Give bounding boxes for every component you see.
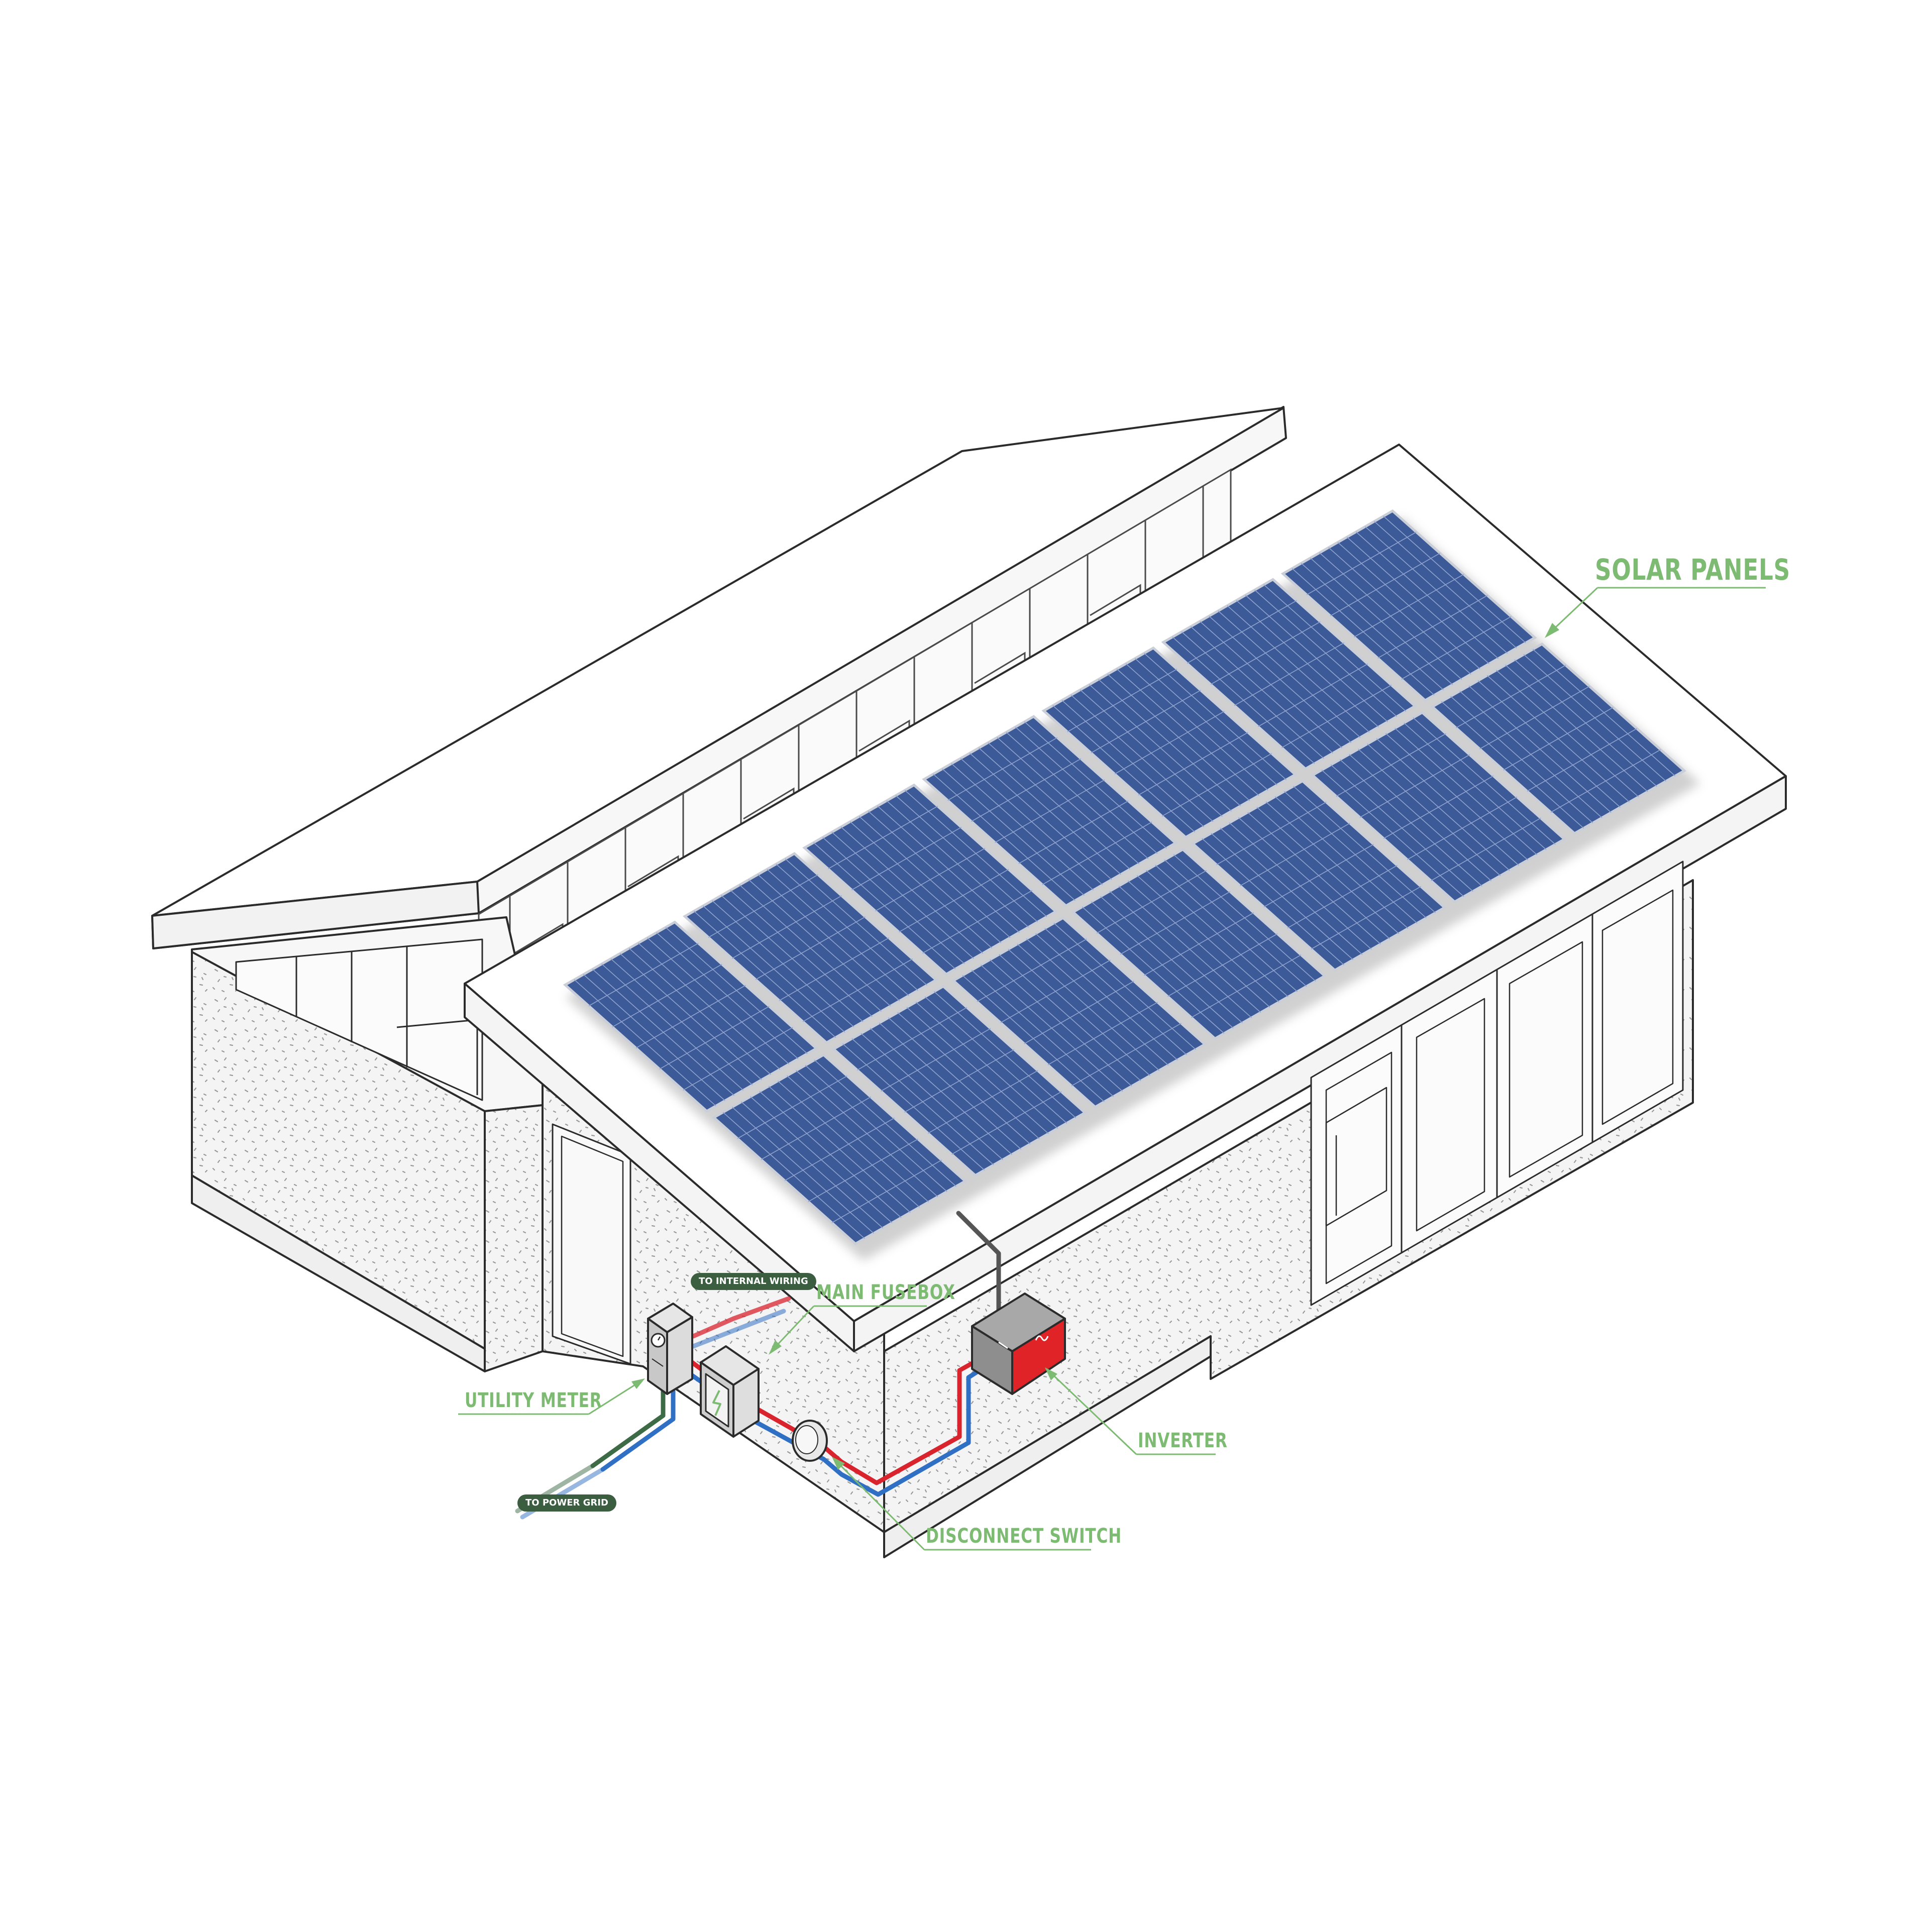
panel-cell-line [1263, 843, 1374, 908]
panel-cell-line [1330, 553, 1440, 616]
panel-cell-line [1091, 690, 1201, 754]
panel-cell-line [737, 1075, 847, 1139]
panel-cell-line [1138, 732, 1248, 796]
panel-cell-line [635, 985, 746, 1048]
panel-cell-line [1257, 663, 1368, 727]
panel-cell-line [1047, 1002, 1158, 1065]
panel-cell-line [1210, 621, 1321, 685]
panel-cell-line [1167, 933, 1278, 997]
utility-meter[interactable] [647, 1303, 693, 1395]
panel-cell-line [947, 737, 1058, 801]
panel-cell-line [1306, 531, 1417, 595]
panel-cell-line [1161, 753, 1272, 817]
panel-cell-line [851, 827, 962, 891]
upper-roof [151, 406, 1287, 949]
panel-cell-line [857, 1007, 968, 1070]
panel-cell-line [881, 1028, 991, 1092]
panel-cell-line [1311, 886, 1421, 950]
panel-cell-line [1550, 749, 1661, 813]
panel-cell-line [904, 1049, 1015, 1113]
panel-cell-line [1191, 954, 1302, 1018]
panel-cell-line [1067, 669, 1177, 732]
panel-cell-line [1401, 616, 1512, 680]
panel-cell-line [1456, 665, 1566, 728]
panel-cell-line [1120, 891, 1231, 955]
solar-array [563, 509, 1700, 1261]
lightning-bolt-icon [712, 1390, 721, 1416]
panel-cell-line [1240, 822, 1350, 887]
label-leaders [458, 587, 1766, 1551]
panel-cell-line [1114, 711, 1225, 775]
glass-doors [1310, 861, 1684, 1306]
panel-cell-line [977, 938, 1087, 1002]
panel-cell-line [755, 916, 866, 980]
panel-cell-line [971, 758, 1082, 822]
label-disconnect-switch: DISCONNECT SWITCH [926, 1525, 1122, 1548]
panel-cell-line [951, 1091, 1062, 1155]
panel-cell-line [1024, 981, 1134, 1044]
panel-cell-line [802, 958, 913, 1022]
panel-cell-line [1187, 600, 1297, 664]
panel-cell-line [683, 1027, 793, 1091]
disconnect-switch[interactable] [792, 1420, 828, 1462]
panel-cell-line [659, 1006, 770, 1069]
label-main-fusebox: MAIN FUSEBOX [816, 1281, 955, 1304]
panel-cell-line [761, 1096, 871, 1160]
panel-cell-line [1359, 754, 1470, 818]
panel-cell-line [1234, 642, 1344, 706]
label-solar-panels: SOLAR PANELS [1595, 553, 1791, 587]
panel-cell-line [831, 1159, 942, 1223]
panel-cell-line [928, 1070, 1038, 1134]
panel-cell-line [1000, 959, 1111, 1023]
panel-cell-line [1281, 684, 1392, 748]
inverter[interactable] [971, 1293, 1066, 1395]
solar-panel-grid [563, 509, 1687, 1246]
panel-cell-line [1216, 801, 1327, 866]
central-wall [542, 1064, 885, 1533]
panel-cell-line [784, 1117, 895, 1181]
panel-cell-line [1042, 821, 1152, 885]
panel-cell-line [899, 869, 1009, 933]
panel-cell-line [1503, 707, 1614, 771]
panel-cell-line [995, 779, 1105, 843]
panel-cell-line [1377, 595, 1488, 659]
main-fusebox[interactable] [700, 1345, 760, 1438]
panel-cell-line [1287, 865, 1398, 929]
panel-cell-line [708, 874, 818, 938]
panel-cell-line [1431, 817, 1541, 881]
panel-cell-line [1527, 728, 1637, 792]
panel-cell-line [1071, 1023, 1182, 1087]
panel-cell-line [612, 963, 722, 1028]
panel-cell-line [875, 847, 986, 912]
panel-cell-line [1018, 800, 1129, 864]
panel-cell-line [1096, 870, 1207, 934]
panel-cell-line [779, 937, 889, 1001]
panel-cell-line [1407, 796, 1518, 860]
panel-cell-line [1336, 733, 1446, 797]
panel-cell-line [828, 806, 938, 870]
label-utility-meter: UTILITY METER [465, 1389, 602, 1412]
panel-cell-line [1479, 686, 1590, 749]
left-wing [191, 916, 544, 1372]
label-inverter: INVERTER [1138, 1429, 1228, 1452]
sine-wave-icon [1035, 1335, 1049, 1341]
tag-to-internal-wiring: TO INTERNAL WIRING [691, 1273, 816, 1290]
tag-to-power-grid: TO POWER GRID [517, 1494, 616, 1512]
right-wall [883, 861, 1694, 1558]
panel-cell-line [922, 890, 1033, 954]
panel-cell-line [588, 942, 699, 1007]
panel-cell-line [808, 1138, 918, 1202]
panel-cell-line [1144, 912, 1254, 976]
panel-cell-line [731, 895, 842, 959]
meter-dial-icon [651, 1333, 666, 1348]
panel-cell-line [1383, 775, 1494, 839]
panel-cell-line [1354, 574, 1464, 637]
